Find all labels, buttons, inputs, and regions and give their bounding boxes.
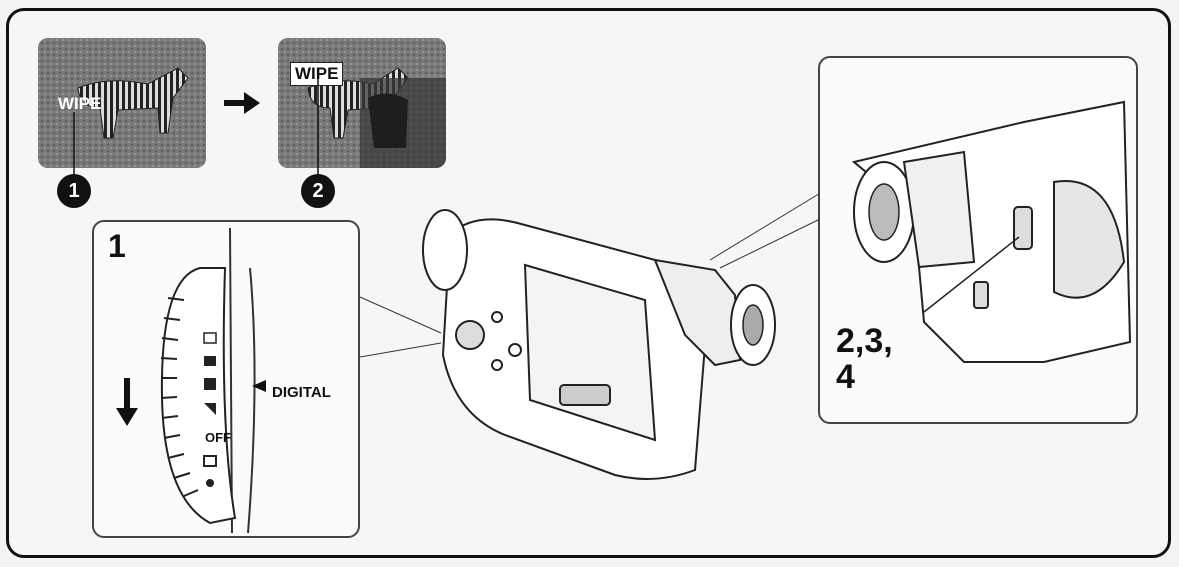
step-4-line: 4 [836,359,893,395]
step-2-3-line: 2,3, [836,323,893,359]
callout-1: 1 [57,174,91,208]
dial-off-label: OFF [205,430,231,445]
eyepiece-leader-lines [700,190,830,280]
digital-label: DIGITAL [272,384,331,401]
callout-2: 2 [301,174,335,208]
step-2-3-4-label: 2,3, 4 [836,323,893,395]
mode-dial-illustration [100,228,356,533]
